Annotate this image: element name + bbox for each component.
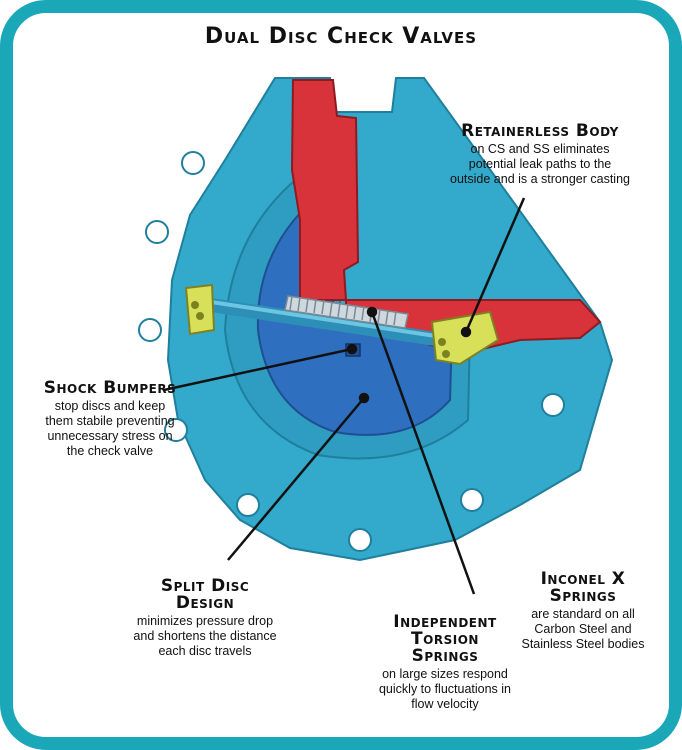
- flange-bolt-notches: [138, 151, 565, 552]
- callout-independent-torsion-springs: Independent Torsion Springs on large siz…: [345, 614, 545, 712]
- leader-shock: [163, 347, 353, 392]
- callout-body: minimizes pressure drop and shortens the…: [133, 614, 277, 658]
- callout-heading: Shock Bumpers: [43, 378, 177, 398]
- retainer-left: [184, 283, 216, 336]
- callout-heading: Split Disc Design: [160, 576, 250, 613]
- callout-body: are standard on all Carbon Steel and Sta…: [521, 607, 645, 651]
- callout-shock-bumpers: Shock Bumpers stop discs and keep them s…: [10, 380, 210, 459]
- callout-retainerless-body: Retainerless Body on CS and SS eliminate…: [420, 123, 660, 187]
- callout-split-disc-design: Split Disc Design minimizes pressure dro…: [95, 578, 315, 659]
- callout-heading: Inconel X Springs: [540, 569, 626, 606]
- callout-body: stop discs and keep them stabile prevent…: [45, 399, 175, 458]
- callout-inconel-x-springs: Inconel X Springs are standard on all Ca…: [498, 571, 668, 652]
- cutaway-section-top: [290, 79, 360, 301]
- hinge-rod: [191, 296, 449, 347]
- callout-body: on CS and SS eliminates potential leak p…: [450, 142, 630, 186]
- callout-leader-lines: [163, 197, 526, 595]
- retainer-right: [430, 310, 500, 366]
- page-title: Dual Disc Check Valves: [204, 24, 478, 49]
- leader-torsion: [370, 311, 476, 595]
- leader-retainerless: [464, 197, 526, 333]
- torsion-spring: [284, 295, 409, 329]
- leader-split: [227, 397, 365, 561]
- callout-heading: Retainerless Body: [461, 121, 619, 141]
- callout-heading: Independent Torsion Springs: [393, 612, 497, 666]
- callout-body: on large sizes respond quickly to fluctu…: [378, 667, 511, 711]
